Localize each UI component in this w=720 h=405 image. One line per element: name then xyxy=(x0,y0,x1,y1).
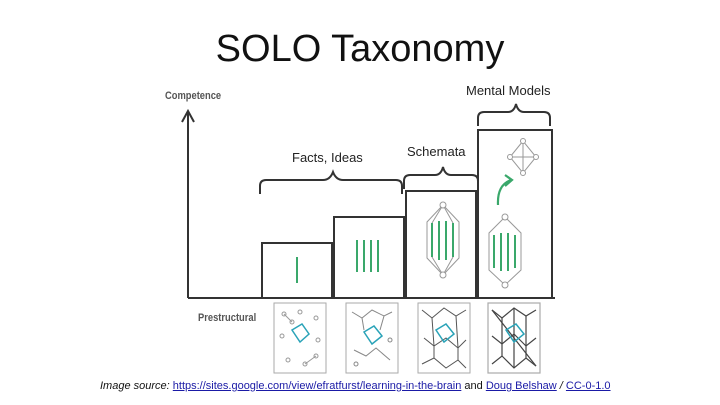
step-boxes xyxy=(261,129,553,299)
y-axis-label: Competence xyxy=(165,90,222,102)
brace-mental xyxy=(477,103,551,126)
slide-title: SOLO Taxonomy xyxy=(215,28,505,70)
panel-2 xyxy=(345,302,399,374)
caption-and: and xyxy=(461,380,486,392)
label-mental-models: Mental Models xyxy=(466,83,551,98)
label-schemata: Schemata xyxy=(407,144,466,159)
y-axis-arrow xyxy=(181,108,195,123)
caption-separator: / xyxy=(556,380,566,392)
network-panels xyxy=(273,302,541,374)
license-link[interactable]: CC-0-1.0 xyxy=(565,380,611,392)
author-link[interactable]: Doug Belshaw xyxy=(485,380,557,392)
step-multistructural xyxy=(333,216,405,299)
brace-facts xyxy=(259,169,403,194)
panel-1 xyxy=(273,302,327,374)
panel-4 xyxy=(487,302,541,374)
relational-network xyxy=(426,201,460,279)
caption-prefix: Image source: xyxy=(100,380,173,392)
curved-arrow-icon xyxy=(496,178,512,206)
braces xyxy=(259,103,551,194)
step-unistructural xyxy=(261,242,333,299)
label-facts-ideas: Facts, Ideas xyxy=(292,150,363,165)
panel-3 xyxy=(417,302,471,374)
step-contents xyxy=(296,221,516,283)
step-extended-abstract xyxy=(477,129,553,299)
brace-schemata xyxy=(403,166,479,189)
source-link[interactable]: https://sites.google.com/view/efratfurst… xyxy=(172,380,462,392)
image-source-caption: Image source: https://sites.google.com/v… xyxy=(100,380,611,392)
extended-network xyxy=(488,138,539,289)
x-axis-label: Prestructural xyxy=(198,312,257,324)
